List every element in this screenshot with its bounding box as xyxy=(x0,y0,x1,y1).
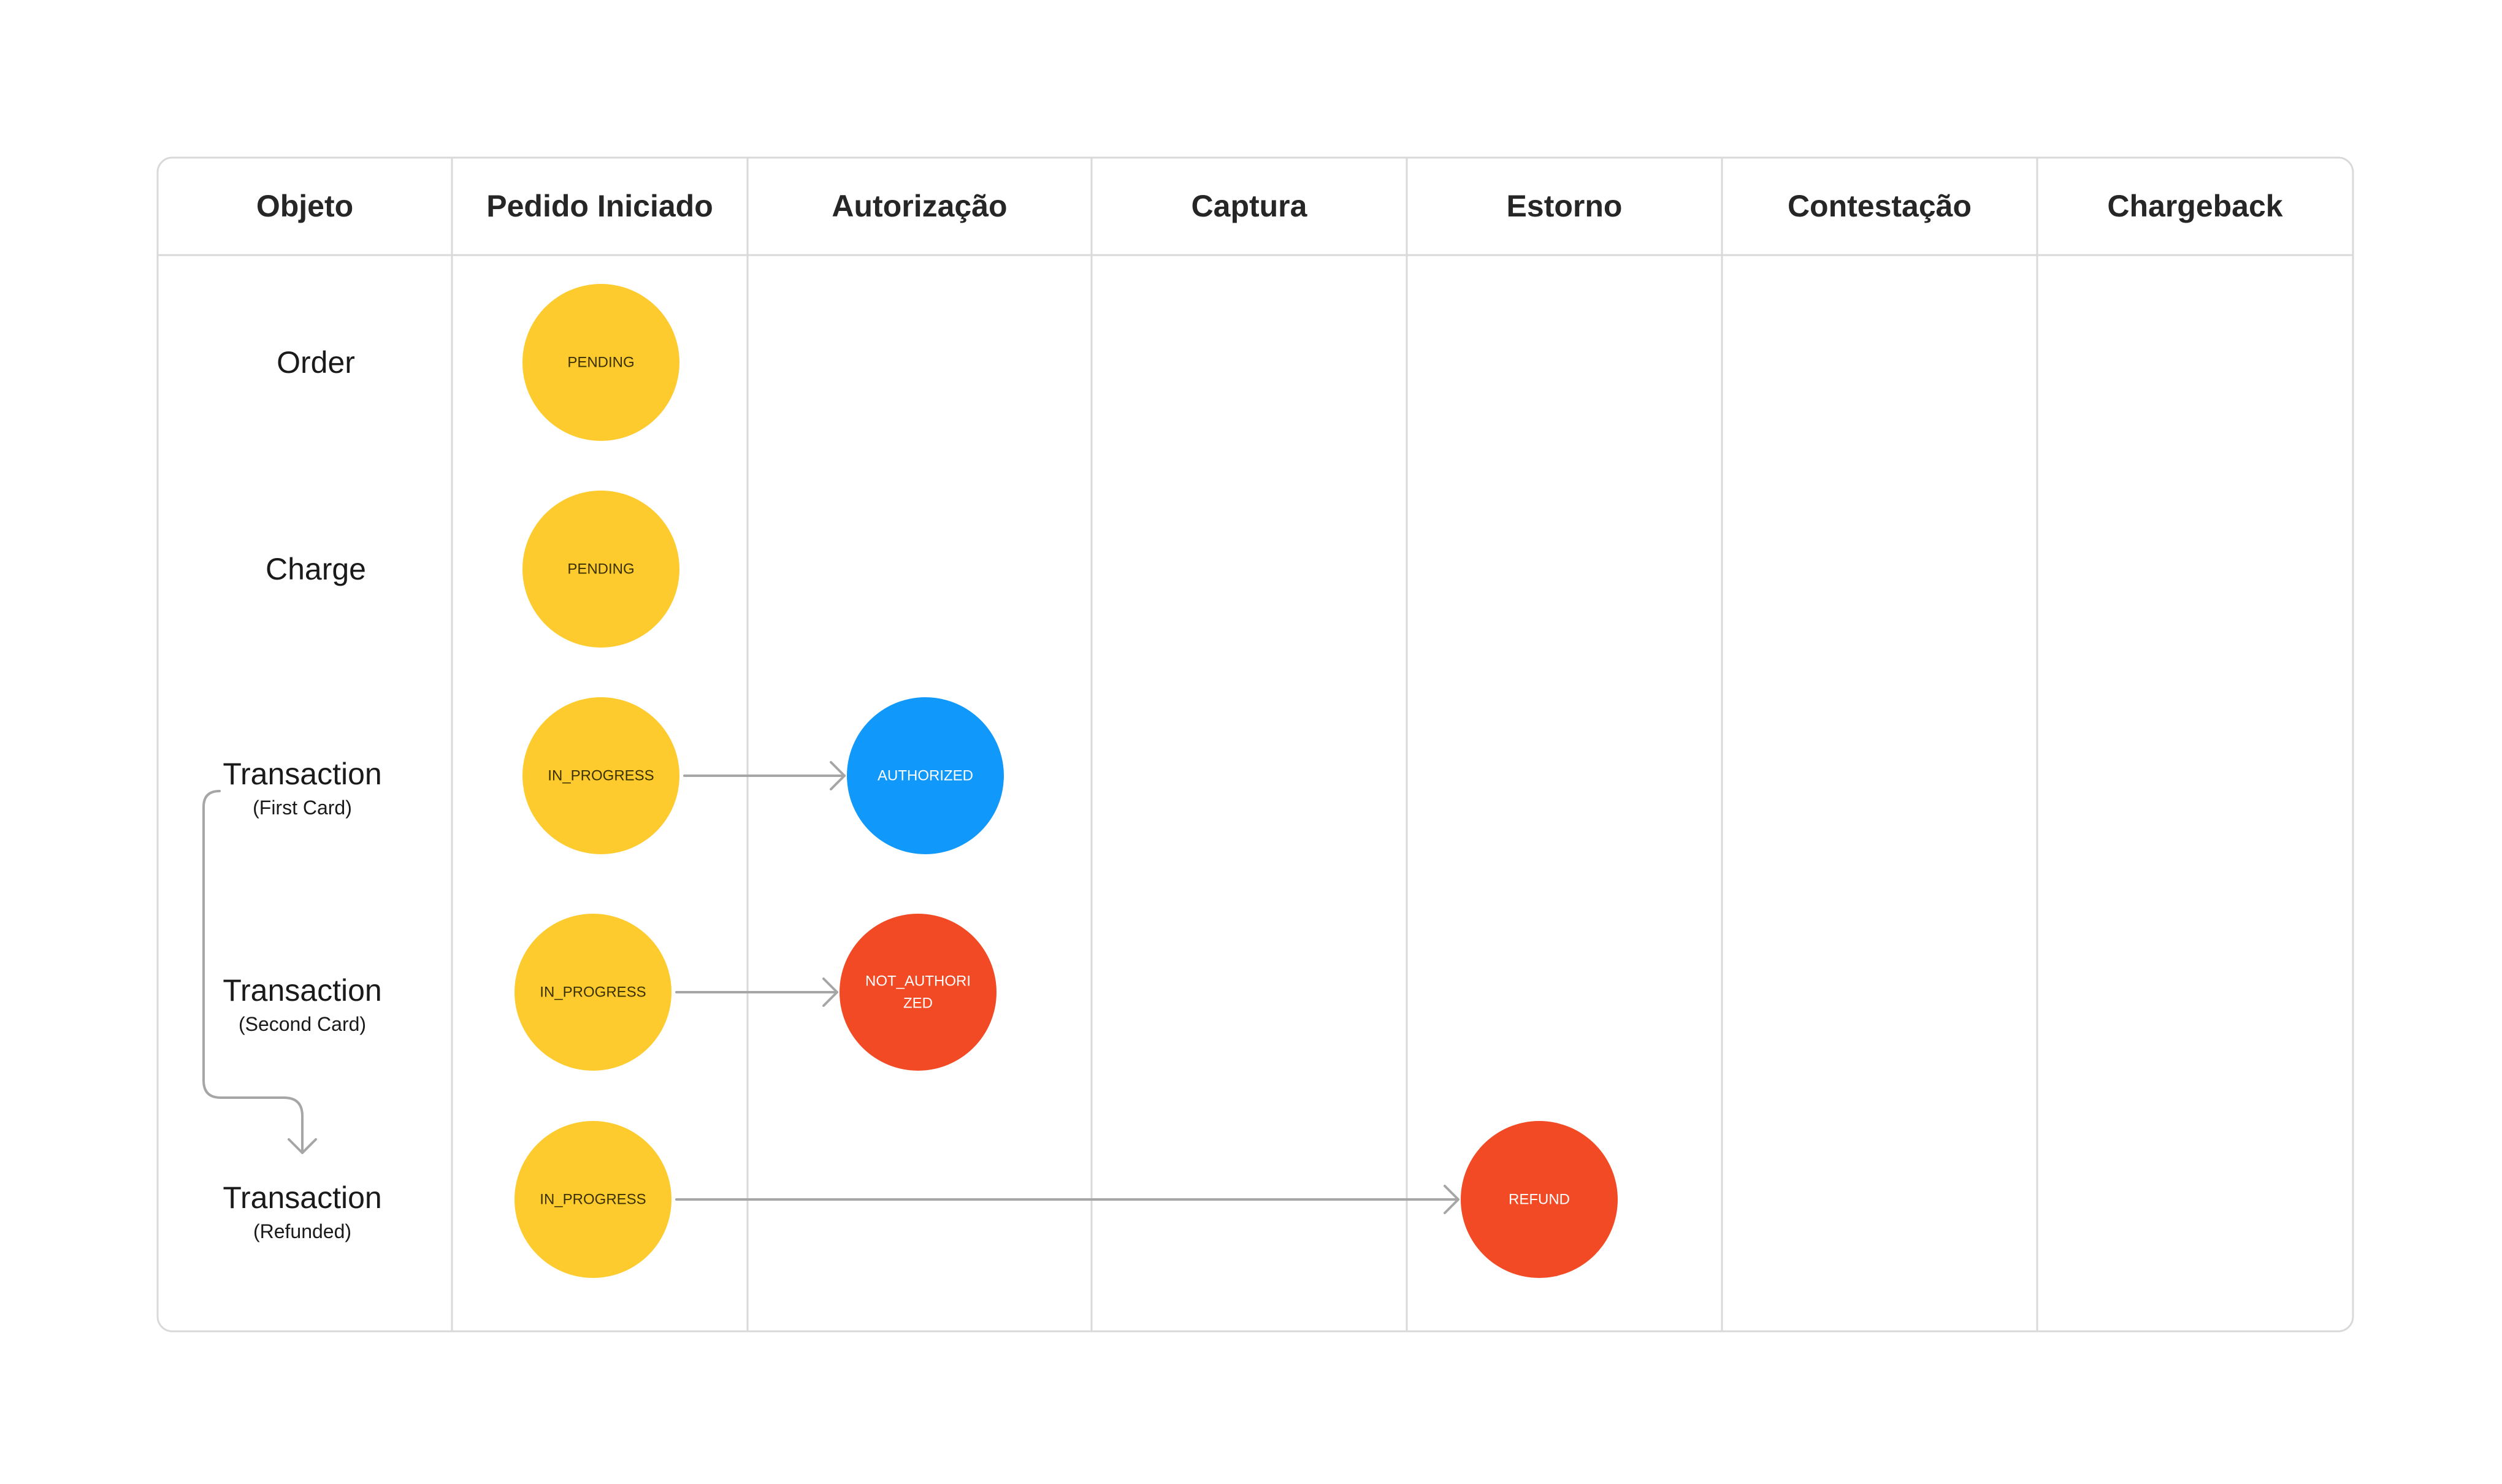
row-title-4: Transaction xyxy=(223,1180,381,1215)
column-header-0: Objeto xyxy=(256,189,353,223)
row-title-1: Charge xyxy=(266,552,366,586)
status-transitions xyxy=(675,761,1460,1214)
status-node-label: PENDING xyxy=(567,561,634,578)
column-header-4: Estorno xyxy=(1507,189,1623,223)
status-node-circle xyxy=(1461,1121,1618,1278)
status-node-circle xyxy=(522,284,679,441)
status-node-circle xyxy=(840,914,997,1071)
status-node-label: AUTHORIZED xyxy=(878,768,973,784)
status-node-in-progress: IN_PROGRESS xyxy=(515,914,671,1071)
status-node-label: IN_PROGRESS xyxy=(540,1191,646,1208)
status-node-circle xyxy=(522,697,679,854)
status-node-circle xyxy=(515,914,671,1071)
row-title-2: Transaction xyxy=(223,757,381,791)
retry-connector-arrowhead xyxy=(288,1138,317,1154)
retry-connector-line xyxy=(202,790,304,1154)
status-nodes: PENDING PENDING IN_PROGRESS AUTHORIZED IN_PR… xyxy=(515,284,1618,1278)
transition-arrowhead-1 xyxy=(822,977,838,1007)
status-node-circle xyxy=(847,697,1004,854)
status-node-pending: PENDING xyxy=(522,284,679,441)
status-node-label: REFUND xyxy=(1509,1191,1570,1208)
status-node-circle xyxy=(515,1121,671,1278)
column-header-1: Pedido Iniciado xyxy=(486,189,713,223)
status-node-refund: REFUND xyxy=(1461,1121,1618,1278)
column-header-3: Captura xyxy=(1192,189,1308,223)
status-node-in-progress: IN_PROGRESS xyxy=(522,697,679,854)
status-node-authorized: AUTHORIZED xyxy=(847,697,1004,854)
status-node-label: PENDING xyxy=(567,354,634,371)
status-node-pending: PENDING xyxy=(522,491,679,648)
transition-arrowhead-2 xyxy=(1444,1185,1460,1214)
column-header-5: Contestação xyxy=(1788,189,1972,223)
table-grid xyxy=(158,158,2353,1331)
row-subtitle-4: (Refunded) xyxy=(253,1220,351,1242)
status-node-label: IN_PROGRESS xyxy=(548,768,654,784)
column-header-6: Chargeback xyxy=(2107,189,2282,223)
status-node-circle xyxy=(522,491,679,648)
status-node-label: IN_PROGRESS xyxy=(540,984,646,1001)
transition-arrowhead-0 xyxy=(830,761,846,790)
row-title-3: Transaction xyxy=(223,973,381,1008)
retry-connector xyxy=(202,790,317,1154)
column-header-2: Autorização xyxy=(832,189,1007,223)
row-subtitle-2: (First Card) xyxy=(253,797,352,819)
row-subtitle-3: (Second Card) xyxy=(239,1013,366,1035)
table-frame xyxy=(156,156,2354,1333)
status-node-in-progress: IN_PROGRESS xyxy=(515,1121,671,1278)
column-headers: Objeto Pedido Iniciado Autorização Captura E… xyxy=(256,189,2283,223)
row-title-0: Order xyxy=(277,345,355,380)
